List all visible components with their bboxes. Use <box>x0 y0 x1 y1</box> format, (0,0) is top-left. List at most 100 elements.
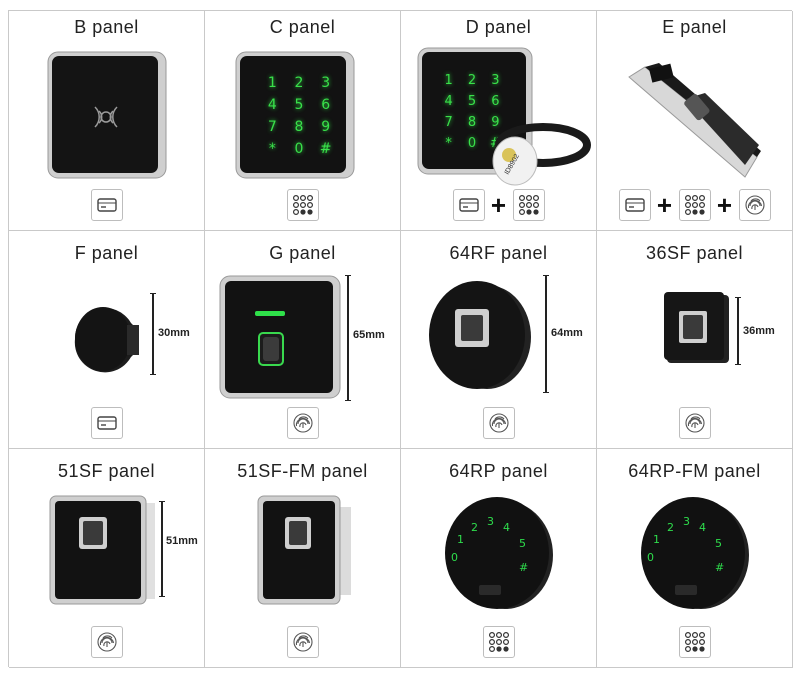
card-icon <box>624 198 645 212</box>
method-badges <box>597 626 792 658</box>
panel-cell-e: E panel + + <box>597 11 793 231</box>
key: 0 <box>467 136 477 151</box>
round-keypad-reader-image <box>445 497 553 609</box>
panel-title: G panel <box>269 243 336 263</box>
fingerprint-badge <box>90 626 123 658</box>
card-icon <box>96 416 117 430</box>
card-icon <box>96 198 117 212</box>
keypad-badge <box>286 189 319 221</box>
key: * <box>445 136 452 151</box>
key: 9 <box>491 115 500 130</box>
key: * <box>268 141 276 157</box>
panel-grid: B panel C panel 1 2 3 4 5 <box>8 10 793 668</box>
dimension-label: 30mm <box>158 327 190 339</box>
fingerprint-badge <box>482 407 515 439</box>
key: 4 <box>267 97 277 113</box>
key: 2 <box>667 521 674 534</box>
panel-cell-f: F panel 30mm <box>9 231 205 449</box>
method-badges <box>597 407 792 439</box>
method-badges <box>401 626 596 658</box>
dimension-line <box>159 501 165 597</box>
panel-cell-c: C panel 1 2 3 4 5 6 7 8 9 * 0 # <box>205 11 401 231</box>
key: 5 <box>294 97 304 113</box>
key: 2 <box>294 75 304 91</box>
panel-title: 64RP-FM panel <box>628 461 761 481</box>
key: 1 <box>267 75 277 91</box>
plus-sign: + <box>490 190 507 220</box>
card-badge <box>90 189 123 221</box>
fingerprint-badge <box>286 626 319 658</box>
method-badges <box>9 407 204 439</box>
key: 2 <box>467 73 477 88</box>
rfid-reader-image <box>47 51 167 179</box>
keypad-badge <box>678 626 711 658</box>
dimension-line <box>150 293 156 375</box>
key: 4 <box>699 521 706 534</box>
key: 0 <box>647 551 654 564</box>
fingerprint-badge <box>286 407 319 439</box>
dimension-label: 65mm <box>353 329 385 341</box>
keypad-icon <box>684 194 705 216</box>
fingerprint-badge <box>738 189 771 221</box>
method-badges <box>401 407 596 439</box>
panel-title: E panel <box>662 17 727 37</box>
key: 8 <box>467 115 477 130</box>
method-badges: + + <box>597 189 792 221</box>
panel-cell-64rp: 64RP panel 1 2 3 4 5 0 # <box>401 449 597 668</box>
panel-cell-64rf: 64RF panel 64mm <box>401 231 597 449</box>
panel-cell-g: G panel 65mm <box>205 231 401 449</box>
panel-cell-b: B panel <box>9 11 205 231</box>
panel-title: C panel <box>269 17 336 37</box>
panel-title: 51SF-FM panel <box>237 461 368 481</box>
round-rfid-plug-image <box>74 307 139 373</box>
key: # <box>519 561 529 574</box>
combo-reader-image <box>628 63 761 178</box>
key: 4 <box>503 521 510 534</box>
key: # <box>319 141 332 157</box>
keypad-icon <box>518 194 539 216</box>
plus-sign: + <box>716 190 733 220</box>
card-badge <box>618 189 651 221</box>
key: 5 <box>519 537 526 550</box>
card-badge <box>90 407 123 439</box>
panel-title: D panel <box>465 17 532 37</box>
round-keypad-reader-image <box>641 497 749 609</box>
method-badges <box>205 407 400 439</box>
panel-title: 64RF panel <box>449 243 548 263</box>
method-badges: + <box>401 189 596 221</box>
fingerprint-icon <box>292 413 313 433</box>
square-fingerprint-module-image <box>664 292 729 363</box>
keypad-icon <box>684 631 705 653</box>
fingerprint-icon <box>292 632 313 652</box>
key: 6 <box>491 94 500 109</box>
key: 9 <box>321 119 331 135</box>
key: 0 <box>451 551 458 564</box>
keypad-keys: 1 2 3 4 5 6 7 8 9 * 0 # <box>259 75 339 157</box>
panel-title: B panel <box>74 17 139 37</box>
method-badges <box>9 189 204 221</box>
key: 1 <box>444 73 453 88</box>
panel-title: 51SF panel <box>57 461 156 481</box>
method-badges <box>9 626 204 658</box>
keypad-panel-image <box>235 51 355 179</box>
fingerprint-icon <box>488 413 509 433</box>
panel-title: F panel <box>74 243 139 263</box>
key: 1 <box>653 533 660 546</box>
panel-cell-d: D panel 1 2 3 4 5 6 7 8 9 * 0 # ID8902 <box>401 11 597 231</box>
key: 3 <box>491 73 500 88</box>
dimension-label: 36mm <box>743 325 775 337</box>
key: 6 <box>321 97 331 113</box>
keypad-icon <box>292 194 313 216</box>
card-icon <box>458 198 479 212</box>
dimension-label: 51mm <box>166 535 198 547</box>
fingerprint-icon <box>684 413 705 433</box>
fingerprint-icon <box>744 195 765 215</box>
key: 2 <box>471 521 478 534</box>
panel-cell-51sf: 51SF panel 51mm <box>9 449 205 668</box>
round-fingerprint-reader-image <box>429 281 531 389</box>
key: 5 <box>467 94 477 109</box>
keypad-badge <box>512 189 545 221</box>
panel-title: 64RP panel <box>449 461 548 481</box>
key: 3 <box>321 75 331 91</box>
plus-sign: + <box>656 190 673 220</box>
